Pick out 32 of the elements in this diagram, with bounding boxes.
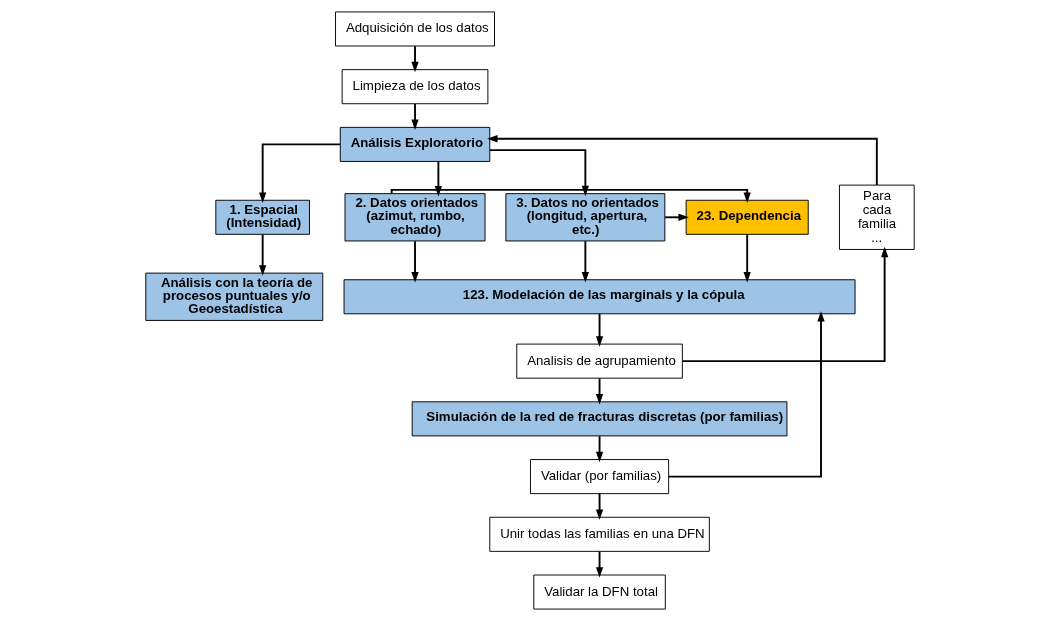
node-box: 2. Datos orientados (azimut, rumbo, echado) (344, 193, 486, 242)
node-box: Analisis de agrupamiento (515, 343, 683, 379)
arrow (667, 311, 825, 478)
node-box: Unir todas las familias en una DFN (488, 516, 710, 552)
node-box: Para cada familia ... (838, 184, 915, 250)
node-box: 1. Espacial (Intensidad) (214, 199, 310, 235)
node-box: Simulación de la red de fracturas discretas (por familias) (411, 401, 787, 437)
arrow (390, 188, 751, 203)
arrow (595, 435, 603, 463)
arrow (595, 313, 603, 347)
node-box: Limpieza de los datos (341, 69, 488, 105)
arrow (258, 143, 341, 203)
node-box: Adquisición de los datos (334, 11, 495, 47)
node-box: Validar (por familias) (529, 459, 669, 495)
node-box: Análisis con la teoría de procesos puntuales y/o Geoestadística (144, 272, 323, 321)
arrow (410, 240, 419, 283)
arrow (410, 45, 419, 73)
arrow (595, 377, 603, 405)
arrow (410, 103, 419, 130)
node-box: 123. Modelación de las marginals y la cópula (343, 279, 856, 315)
node-box: 3. Datos no orientados (longitud, apertura, etc.) (504, 193, 665, 242)
arrow (743, 233, 751, 283)
arrow (663, 213, 689, 221)
arrow (581, 240, 589, 283)
arrow (258, 233, 266, 276)
arrow (595, 492, 603, 520)
node-box: 23. Dependencia (685, 199, 809, 235)
arrow (595, 550, 603, 578)
node-box: Validar la DFN total (532, 574, 666, 610)
arrow (680, 246, 888, 363)
node-box: Análisis Exploratorio (339, 126, 490, 162)
arrow (486, 135, 878, 186)
